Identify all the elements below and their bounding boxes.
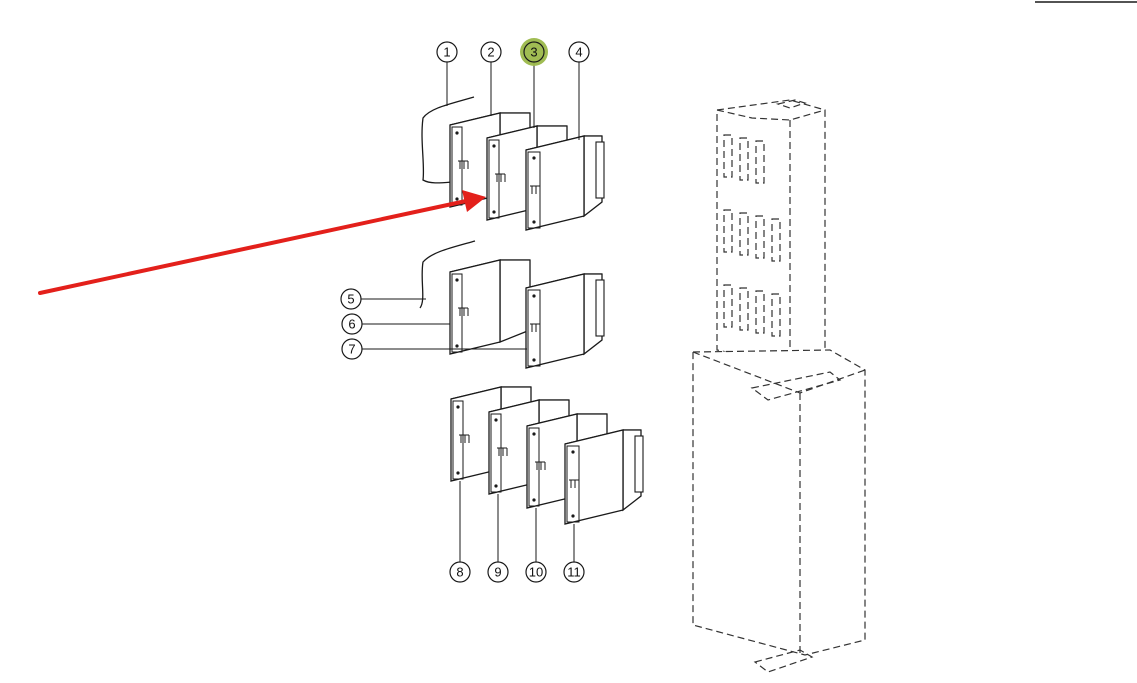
callout-circle — [525, 561, 547, 583]
pointer-arrow — [38, 190, 486, 295]
callout-3-highlighted: 3 — [520, 38, 548, 66]
part-6-module — [449, 259, 531, 355]
callout-2: 2 — [480, 41, 502, 63]
callout-label: 2 — [487, 45, 494, 60]
callout-8: 8 — [449, 561, 471, 583]
callout-9: 9 — [487, 561, 509, 583]
callout-circle — [480, 41, 502, 63]
callout-circle — [523, 41, 545, 63]
callout-7: 7 — [341, 338, 363, 360]
callout-label: 6 — [348, 317, 355, 332]
callout-label: 9 — [494, 565, 501, 580]
callout-circle — [487, 561, 509, 583]
callout-label: 5 — [347, 292, 354, 307]
callout-label: 7 — [348, 342, 355, 357]
callout-circle — [436, 41, 458, 63]
callout-label: 4 — [575, 45, 582, 60]
callout-circle — [449, 561, 471, 583]
callout-label: 8 — [456, 565, 463, 580]
part-5-cable — [419, 240, 476, 309]
part-1-cable — [421, 96, 475, 184]
callout-label: 1 — [443, 45, 450, 60]
callout-4: 4 — [568, 41, 590, 63]
callout-11: 11 — [563, 561, 585, 583]
part-7-module — [525, 273, 605, 369]
part-11-module — [564, 429, 644, 525]
callout-1: 1 — [436, 41, 458, 63]
leader-lines — [361, 62, 580, 562]
callout-6: 6 — [341, 313, 363, 335]
callout-label: 11 — [567, 565, 581, 580]
vent-slots — [723, 134, 781, 337]
callout-circle — [563, 561, 585, 583]
callout-5: 5 — [340, 288, 362, 310]
callout-circle — [340, 288, 362, 310]
callout-circle — [341, 338, 363, 360]
part-4-module — [525, 135, 605, 231]
callout-circle — [341, 313, 363, 335]
callout-10: 10 — [525, 561, 547, 583]
callout-label: 3 — [530, 45, 537, 60]
callout-label: 10 — [529, 565, 543, 580]
callout-circle — [568, 41, 590, 63]
enclosure-phantom — [692, 99, 866, 673]
